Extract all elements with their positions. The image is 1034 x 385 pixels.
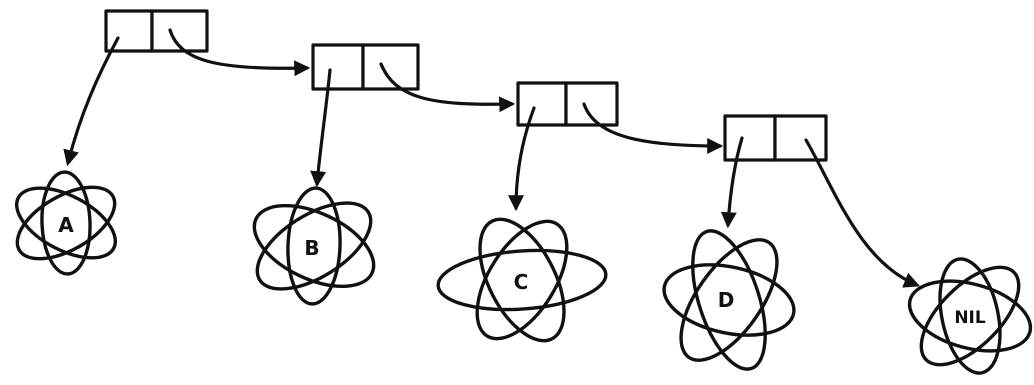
atom-orbit: [40, 170, 92, 276]
cdr-box-2: [361, 43, 420, 91]
car-box-2: [311, 43, 365, 91]
atom-orbit: [662, 263, 796, 337]
atom-orbit: [475, 219, 569, 341]
atom-orbit: [919, 265, 1021, 367]
atom-orbit: [691, 229, 767, 371]
cdr-pointer-1: [168, 28, 311, 77]
atom-label-nil: NIL: [954, 308, 986, 328]
cdr-pointer-2: [379, 62, 516, 113]
atom-b: B: [252, 186, 376, 306]
cons-cell-4: [723, 114, 828, 162]
atom-label-d: D: [718, 288, 735, 312]
atom-orbit: [679, 238, 779, 362]
cdr-pointer-3: [582, 102, 724, 154]
cons-cell-1: [104, 9, 209, 53]
car-pointer-2: [310, 68, 332, 188]
car-pointer-1: [63, 36, 120, 167]
atom-label-c: C: [514, 270, 529, 294]
atom-orbit: [14, 186, 118, 260]
atom-orbit: [478, 217, 566, 343]
atom-orbit: [252, 203, 376, 289]
atom-label-b: B: [304, 236, 319, 260]
atom-a: A: [14, 170, 118, 276]
atom-orbit: [15, 185, 117, 261]
atom-d: D: [662, 229, 796, 371]
cons-cell-3: [516, 81, 619, 127]
atom-orbit: [436, 248, 608, 312]
atom-nil: NIL: [907, 257, 1033, 375]
cdr-pointer-4: [804, 138, 920, 288]
atom-orbit: [938, 257, 1002, 375]
cdr-box-3: [564, 81, 619, 127]
atom-label-a: A: [58, 213, 74, 237]
atom-c: C: [436, 217, 608, 343]
car-pointer-3: [508, 106, 536, 212]
atom-orbit: [255, 201, 373, 291]
cdr-box-4: [773, 114, 828, 162]
car-box-3: [516, 81, 568, 127]
car-pointer-4: [720, 136, 744, 229]
car-box-4: [723, 114, 777, 162]
atom-orbit: [907, 279, 1033, 353]
